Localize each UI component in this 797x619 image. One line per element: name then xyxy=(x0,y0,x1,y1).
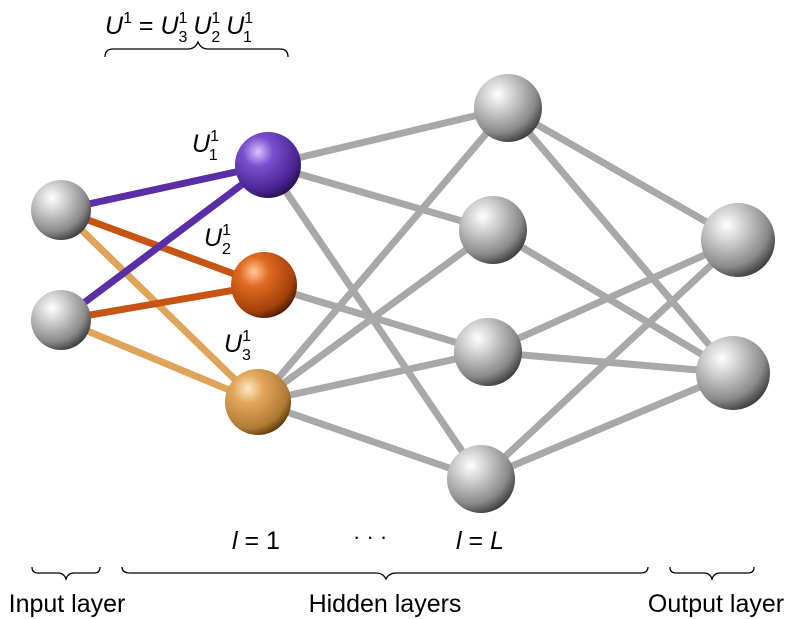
input-layer-label: Input layer xyxy=(9,590,126,618)
input-node-2 xyxy=(31,290,91,350)
edge-in2-tan xyxy=(57,316,262,406)
hidden-node-purple xyxy=(235,132,301,198)
nodes xyxy=(31,74,775,513)
edge-tan-h2c xyxy=(254,348,492,406)
braces xyxy=(31,40,755,582)
edge-tan-h2d xyxy=(254,398,485,483)
output-layer-label: Output layer xyxy=(648,590,784,618)
edge-h2b-o2 xyxy=(489,226,737,377)
edge-tan-h2a xyxy=(254,104,512,406)
hidden-node-orange xyxy=(231,252,297,318)
gray-edges xyxy=(254,104,742,483)
hidden-layers-label: Hidden layers xyxy=(309,590,462,618)
edge-in2-orange xyxy=(57,281,268,324)
edge-purple-h2d xyxy=(264,161,485,483)
edge-h2d-o2 xyxy=(477,369,737,483)
hidden2-node-d xyxy=(447,445,515,513)
hidden-node-tan xyxy=(225,369,291,435)
edge-h2d-o1 xyxy=(477,236,742,483)
edge-purple-h2b xyxy=(264,161,497,234)
hidden2-node-c xyxy=(454,318,522,386)
output-node-1 xyxy=(701,203,775,277)
hidden2-node-a xyxy=(474,74,542,142)
edge-tan-h2b xyxy=(254,226,497,406)
layer-index-last: l = L xyxy=(456,527,504,555)
top-brace xyxy=(104,40,289,58)
input-node-1 xyxy=(31,180,91,240)
edge-h2a-o1 xyxy=(504,104,742,244)
edge-h2a-o2 xyxy=(504,104,737,377)
hidden-brace xyxy=(121,566,649,581)
output-node-2 xyxy=(696,336,770,410)
input-brace xyxy=(31,566,101,582)
layer-dots: · · · xyxy=(353,524,387,549)
edge-in1-purple xyxy=(57,161,272,214)
output-brace xyxy=(669,566,755,582)
colored-edges xyxy=(57,161,272,406)
hidden2-node-b xyxy=(459,196,527,264)
edge-in2-purple xyxy=(57,161,272,324)
edge-h2c-o1 xyxy=(484,236,742,356)
layer-index-first: l = 1 xyxy=(232,527,280,555)
edge-purple-h2a xyxy=(264,104,512,169)
